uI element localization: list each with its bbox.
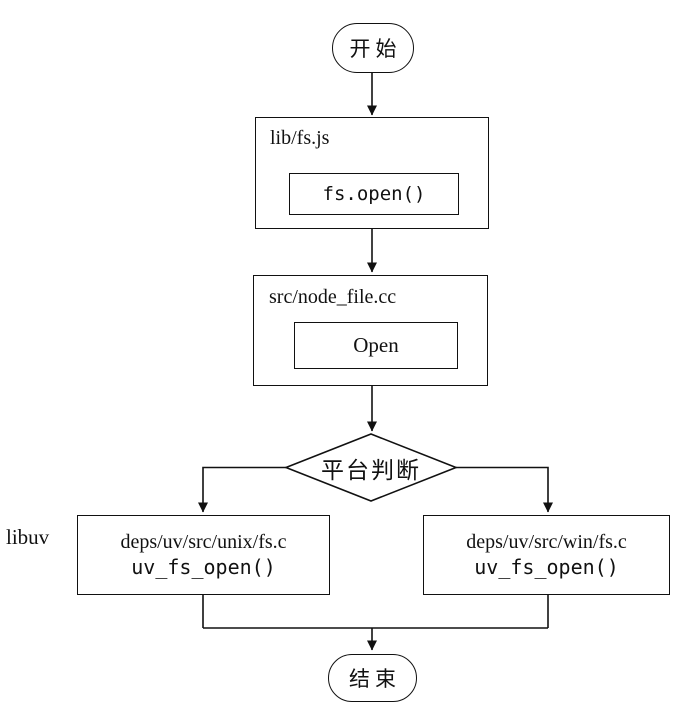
start-node-label: 开始 (349, 37, 402, 61)
win-branch-box: deps/uv/src/win/fs.c uv_fs_open() (423, 515, 670, 595)
nodefile-box-title: src/node_file.cc (269, 286, 397, 308)
libfs-box: lib/fs.js fs.open() (255, 117, 489, 229)
decision-node: 平台判断 (286, 434, 456, 501)
decision-diamond-shape (283, 433, 459, 502)
unix-branch-path: deps/uv/src/unix/fs.c (120, 531, 287, 553)
arrow-decision-to-win (456, 466, 553, 513)
libfs-box-title: lib/fs.js (270, 127, 330, 149)
unix-branch-box: deps/uv/src/unix/fs.c uv_fs_open() (77, 515, 330, 595)
nodefile-box: src/node_file.cc Open (253, 275, 488, 386)
fs-open-label: fs.open() (322, 183, 426, 205)
win-branch-path: deps/uv/src/win/fs.c (466, 531, 627, 553)
unix-branch-call: uv_fs_open() (131, 555, 276, 579)
libuv-label: libuv (6, 525, 50, 549)
open-label: Open (353, 333, 399, 357)
win-branch-call: uv_fs_open() (474, 555, 619, 579)
fs-open-inner-box: fs.open() (289, 173, 459, 215)
decision-node-label: 平台判断 (321, 457, 421, 483)
end-node: 结束 (328, 654, 417, 702)
end-node-label: 结束 (349, 667, 401, 691)
open-inner-box: Open (294, 322, 458, 369)
arrow-decision-to-unix (198, 466, 286, 513)
start-node: 开始 (332, 23, 414, 73)
